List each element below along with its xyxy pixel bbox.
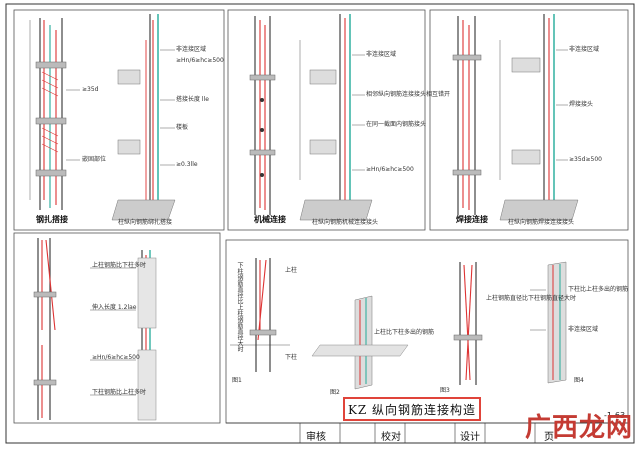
mechanical-connection-diagram bbox=[249, 14, 373, 221]
title-block-review: 审核 bbox=[306, 432, 326, 443]
label-weld-b: ≥35d≥500 bbox=[569, 156, 602, 163]
drawing-title: KZ 纵向钢筋连接构造 bbox=[343, 397, 481, 421]
title-block-design: 设计 bbox=[460, 432, 480, 443]
label-mech-b: 在同一截面内钢筋接头 bbox=[366, 121, 427, 128]
label-hn-bl: ≥Hn/6≥hc≥500 bbox=[92, 354, 140, 361]
label-fig3: 图3 bbox=[440, 387, 450, 394]
label-non-connect-2: 非连接区域 bbox=[366, 51, 397, 58]
label-lap-c: ≥35d bbox=[82, 86, 99, 93]
label-non-connect-4: 非连接区域 bbox=[568, 326, 599, 333]
label-hn-2: ≥Hn/6≥hc≥500 bbox=[366, 166, 414, 173]
label-lap-1: 搭接长度 lle bbox=[176, 96, 209, 103]
label-dia-down: 下柱钢筋直径比上柱钢筋直径大时 bbox=[236, 262, 243, 352]
label-anchor-a: 伸入长度 1.2lae bbox=[92, 304, 137, 311]
label-anchor-c: 下柱比上柱多出的钢筋 bbox=[568, 286, 629, 293]
label-weld-a: 焊接接头 bbox=[569, 101, 594, 108]
label-lower-more: 下柱钢筋比上柱多时 bbox=[92, 389, 147, 396]
note-welded: 柱纵向钢筋焊接连接接头 bbox=[508, 219, 575, 226]
label-hn-1: ≥Hn/6≥hc≥500 bbox=[176, 57, 224, 64]
label-non-connect-3: 非连接区域 bbox=[569, 46, 600, 53]
caption-lap-splice: 钢扎搭接 bbox=[36, 215, 68, 224]
lap-splice-diagram bbox=[29, 14, 176, 221]
label-fig1: 图1 bbox=[232, 377, 242, 384]
bottom-right-diagrams bbox=[230, 258, 567, 390]
note-lap-splice: 柱纵向钢筋绑扎搭接 bbox=[118, 219, 173, 226]
label-lap-b: ≥0.3lle bbox=[176, 161, 198, 168]
welded-connection-diagram bbox=[452, 14, 579, 221]
note-mechanical: 柱纵向钢筋机械连接接头 bbox=[312, 219, 379, 226]
label-floor-1: 楼板 bbox=[176, 124, 189, 131]
label-dia-up: 上柱钢筋直径比下柱钢筋直径大时 bbox=[486, 295, 577, 302]
label-lower-col: 下柱 bbox=[285, 354, 298, 361]
label-anchor-b: 上柱比下柱多出的钢筋 bbox=[374, 329, 435, 336]
title-block-check: 校对 bbox=[381, 432, 401, 443]
label-fig4: 图4 bbox=[574, 377, 584, 384]
watermark-text: 广西龙网 bbox=[525, 413, 634, 443]
bottom-left-diagrams bbox=[33, 238, 157, 421]
caption-mechanical: 机械连接 bbox=[254, 215, 286, 224]
label-upper-col: 上柱 bbox=[285, 267, 298, 274]
label-upper-more: 上柱钢筋比下柱多时 bbox=[92, 262, 147, 269]
page-number: -1-63 bbox=[604, 411, 626, 420]
label-embed-1: 嵌固部位 bbox=[82, 156, 107, 163]
label-non-connect-1: 非连接区域 bbox=[176, 46, 207, 53]
label-fig2: 图2 bbox=[330, 389, 340, 396]
caption-welded: 焊接连接 bbox=[456, 215, 488, 224]
label-mech-a: 相邻纵向钢筋连接接头相互错开 bbox=[366, 91, 451, 98]
title-block-page-label: 页 bbox=[544, 432, 554, 443]
